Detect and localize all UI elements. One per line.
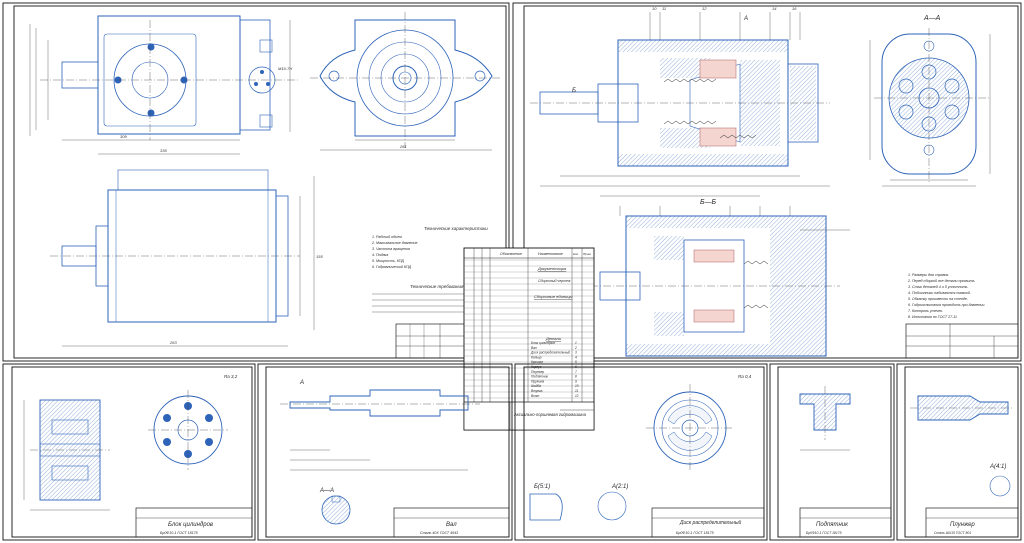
spec-item-pos: 11 bbox=[575, 389, 579, 393]
callout-16: 16 bbox=[792, 6, 797, 11]
spec-item: Пружина bbox=[531, 379, 544, 383]
pump-front-view: 261 bbox=[310, 12, 500, 151]
sheet-section-view: А Б 10 11 12 14 16 А—А bbox=[512, 2, 1022, 362]
label-b-left: Б bbox=[572, 88, 576, 94]
specification-table: Обозначение Наименование Кол. Прим. Блок… bbox=[463, 247, 595, 431]
title-block-section bbox=[905, 323, 1019, 359]
scale-label-a: A(2:1) bbox=[611, 484, 628, 490]
snote-6: 6. Гидроиспытания проводить при давлении… bbox=[908, 303, 985, 307]
spec-item-pos: 3 bbox=[575, 351, 577, 355]
part-title-block: Блок цилиндров bbox=[168, 522, 213, 528]
note-3: 3. Частота вращения bbox=[372, 247, 410, 251]
snote-3: 3. Стык деталей 4 и 5 уплотнить. bbox=[908, 285, 968, 289]
spec-item-pos: 8 bbox=[575, 375, 577, 379]
spec-item-pos: 9 bbox=[575, 379, 577, 383]
sheet-plunger: A(4:1) Плунжер Сталь ШХ15 ГОСТ 801 bbox=[896, 363, 1022, 541]
section-bb: Б—Б bbox=[590, 199, 850, 357]
scale-label-c: A(4:1) bbox=[989, 464, 1006, 470]
note-5: 5. Мощность, КПД bbox=[372, 259, 404, 263]
spec-section-units: Сборочные единицы bbox=[534, 294, 573, 299]
spec-item: Диск распределительный bbox=[530, 351, 570, 355]
part-title-disc: Диск распределительный bbox=[679, 519, 742, 526]
spec-hdr-designation: Обозначение bbox=[500, 252, 522, 256]
spec-item-pos: 12 bbox=[575, 394, 579, 398]
note-1: 1. Рабочий объем bbox=[372, 235, 402, 239]
part-material-shaft: Сталь 40Х ГОСТ 4543 bbox=[420, 531, 458, 535]
dim-thread: M16-7H bbox=[278, 66, 292, 71]
general-notes: Технические характеристики 1. Рабочий об… bbox=[371, 226, 488, 313]
spec-hdr-qty: Кол. bbox=[573, 252, 579, 256]
dim-side: 155 bbox=[316, 254, 323, 259]
sheet-general-view: 336 309 M16-7H 261 bbox=[2, 2, 510, 362]
spec-item-pos: 4 bbox=[575, 355, 577, 359]
callout-12: 12 bbox=[702, 6, 707, 11]
sheet-cylinder-block: Ra 3,2 Блок цилиндров Бр0Ф10-1 ГОСТ 1817… bbox=[2, 363, 256, 541]
label-a-shaft: А bbox=[299, 380, 304, 386]
spec-item: Плунжер bbox=[531, 370, 544, 374]
spec-section-docs: Документация bbox=[537, 266, 567, 271]
spec-item: Шайба bbox=[531, 384, 541, 388]
part-title-pad: Подпятник bbox=[816, 522, 849, 528]
sheet-thrust-pad: Подпятник Бр0Ф10-1 ГОСТ 18175 bbox=[769, 363, 895, 541]
note-4: 4. Подача bbox=[372, 253, 388, 257]
sheet-shaft: А А—А Вал Сталь 40Х ГОСТ 4543 bbox=[257, 363, 513, 541]
label-aa-shaft: А—А bbox=[319, 488, 334, 494]
label-bb: Б—Б bbox=[700, 199, 717, 206]
snote-2: 2. Перед сборкой все детали промыть. bbox=[907, 279, 975, 283]
spec-item: Втулка bbox=[531, 389, 543, 393]
spec-title: Аксиально-поршневая гидромашина bbox=[513, 412, 587, 417]
dim-length-2: 309 bbox=[120, 134, 127, 139]
dim-height: 263 bbox=[169, 340, 177, 345]
label-aa: А—А bbox=[923, 15, 941, 22]
pump-side-view: 263 155 bbox=[50, 169, 323, 347]
spec-assembly: Сборочный чертеж bbox=[538, 279, 571, 283]
note-6: 6. Гидравлический КПД bbox=[372, 265, 412, 269]
spec-item-pos: 7 bbox=[575, 370, 577, 374]
spec-hdr-note: Прим. bbox=[583, 252, 592, 256]
req-title: Технические требования bbox=[410, 284, 464, 289]
snote-7: 7. Контроль утечек. bbox=[908, 309, 943, 313]
spec-section-parts: Детали bbox=[545, 336, 562, 341]
roughness-disc: Ra 0,4 bbox=[738, 374, 752, 379]
part-material-pad: Бр0Ф10-1 ГОСТ 18175 bbox=[806, 531, 842, 535]
spec-item: Кольцо bbox=[531, 355, 542, 359]
part-title-shaft: Вал bbox=[446, 522, 457, 528]
sheet-distribution-disc: Ra 0,4 Б(5:1) A(2:1) Диск распределитель… bbox=[514, 363, 768, 541]
note-2: 2. Максимальное давление bbox=[371, 241, 418, 245]
part-material-disc: Бр0Ф10-1 ГОСТ 18175 bbox=[676, 531, 714, 535]
callout-11: 11 bbox=[662, 6, 666, 11]
spec-item-pos: 5 bbox=[575, 360, 577, 364]
snote-8: 8. Испытания по ГОСТ 27-11 bbox=[908, 315, 957, 319]
roughness-block: Ra 3,2 bbox=[224, 374, 238, 379]
spec-item: Вал bbox=[531, 346, 537, 350]
callout-10: 10 bbox=[652, 6, 657, 11]
spec-item-pos: 1 bbox=[575, 341, 577, 345]
part-title-plunger: Плунжер bbox=[950, 522, 975, 528]
longitudinal-section: А Б 10 11 12 14 16 bbox=[530, 6, 830, 197]
dim-length: 336 bbox=[160, 148, 167, 153]
dim-width: 261 bbox=[399, 144, 407, 149]
pump-top-view: 336 309 M16-7H bbox=[29, 15, 300, 155]
spec-item: Блок цилиндров bbox=[531, 341, 555, 345]
cross-section-aa: А—А bbox=[869, 15, 991, 187]
spec-item: Подпятник bbox=[531, 375, 548, 379]
scale-label-b: Б(5:1) bbox=[534, 484, 550, 490]
snote-1: 1. Размеры для справок. bbox=[908, 273, 949, 277]
callout-14: 14 bbox=[772, 6, 777, 11]
spec-item-pos: 10 bbox=[575, 384, 579, 388]
part-material-block: Бр0Ф10-1 ГОСТ 18175 bbox=[160, 531, 198, 535]
spec-item: Винт bbox=[531, 394, 540, 398]
spec-item-pos: 2 bbox=[574, 346, 577, 350]
part-material-plunger: Сталь ШХ15 ГОСТ 801 bbox=[934, 531, 971, 535]
spec-item: Крышка bbox=[531, 360, 543, 364]
snote-5: 5. Обкатку произвести на стенде. bbox=[908, 297, 968, 301]
label-a-top: А bbox=[743, 16, 748, 22]
section-notes: 1. Размеры для справок. 2. Перед сборкой… bbox=[907, 273, 985, 319]
spec-hdr-name: Наименование bbox=[538, 252, 563, 256]
notes-title: Технические характеристики bbox=[424, 226, 488, 231]
snote-4: 4. Подшипники набиваются смазкой. bbox=[908, 291, 971, 295]
